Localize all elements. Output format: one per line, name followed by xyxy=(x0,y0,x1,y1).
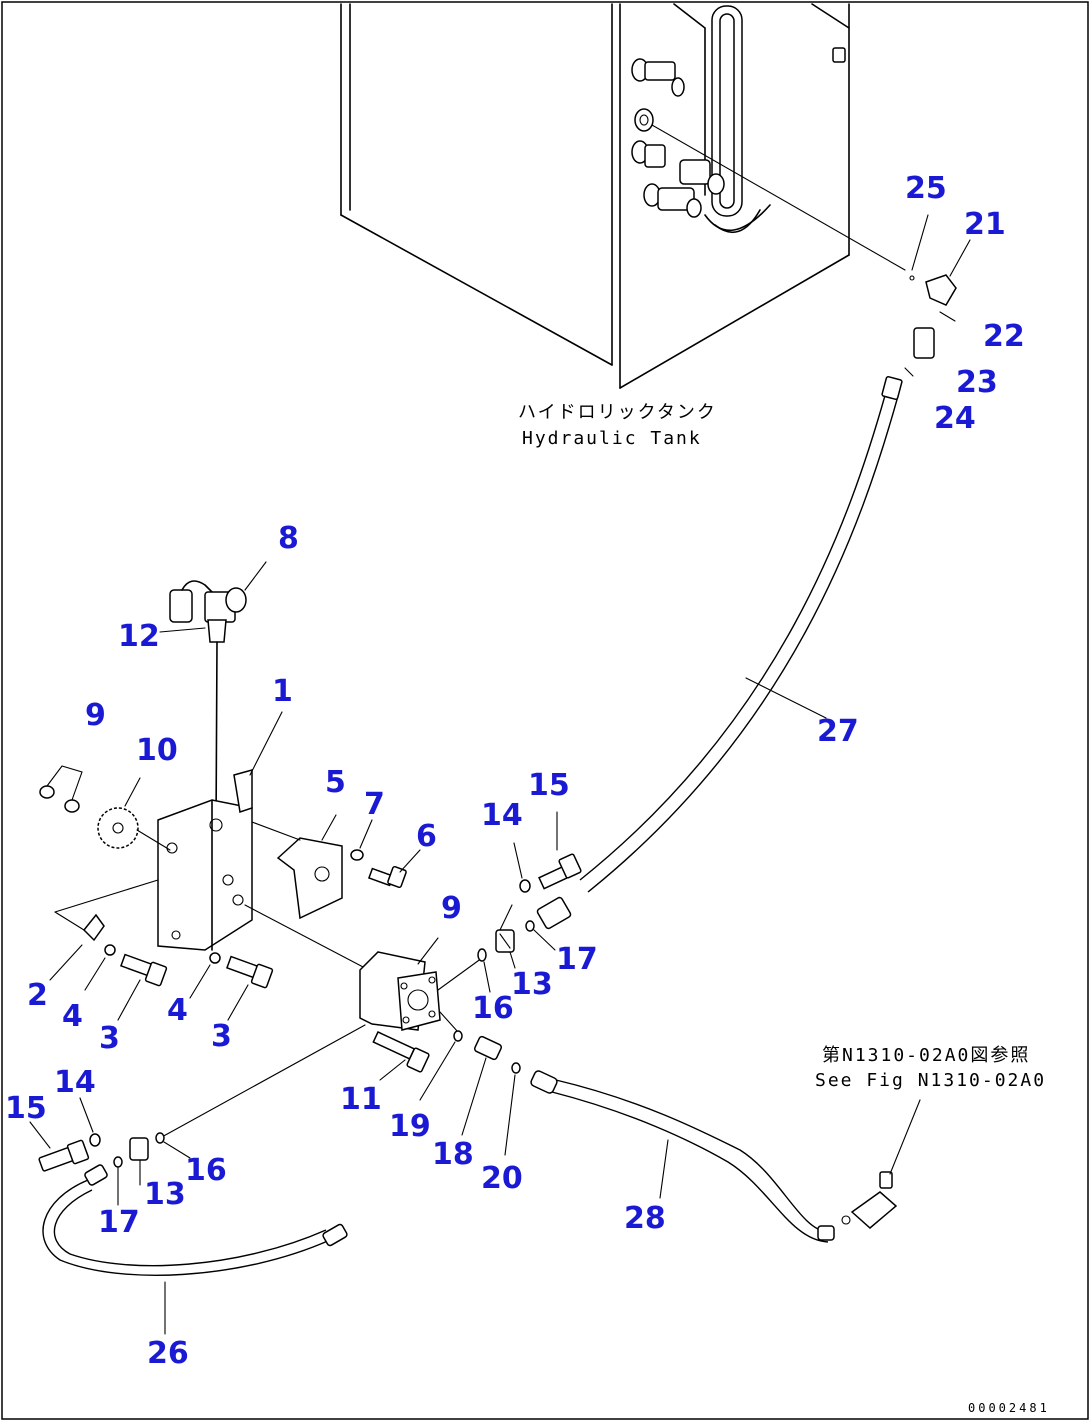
hose-28: 第N1310-02A0図参照 See Fig N1310-02A0 xyxy=(530,1045,1046,1243)
callout-5: 5 xyxy=(325,765,346,800)
callout-24: 24 xyxy=(934,401,976,436)
callout-16-upper: 16 xyxy=(472,991,514,1026)
bolt-3-right xyxy=(226,955,274,1021)
hose-26 xyxy=(42,1164,348,1335)
callout-9-pump: 9 xyxy=(441,891,462,926)
callout-19: 19 xyxy=(389,1109,431,1144)
callout-9-left: 9 xyxy=(85,698,106,733)
pressure-switch-assembly xyxy=(159,561,267,831)
o-ring-17-lower xyxy=(113,1156,123,1168)
clip-2 xyxy=(49,879,159,981)
pump-9 xyxy=(159,904,483,1139)
fitting-18 xyxy=(461,1035,503,1136)
o-ring-16-lower xyxy=(155,1132,165,1144)
callout-23: 23 xyxy=(956,365,998,400)
washer-4-left xyxy=(104,944,116,956)
reference-note-jp: 第N1310-02A0図参照 xyxy=(822,1045,1030,1066)
washer-4-right xyxy=(209,952,221,964)
bolt-11 xyxy=(372,1031,430,1081)
callout-27: 27 xyxy=(817,714,859,749)
washer-14-lower xyxy=(89,1133,101,1147)
tank-port xyxy=(634,108,654,132)
tank-fitting-3 xyxy=(679,159,725,195)
callout-3-left: 3 xyxy=(99,1021,120,1056)
tank-fitting-1 xyxy=(631,58,685,97)
elbow-21 xyxy=(925,274,957,306)
callout-17-lower: 17 xyxy=(98,1205,140,1240)
callout-25: 25 xyxy=(905,171,947,206)
washer-14 xyxy=(519,879,531,893)
cover-5 xyxy=(251,814,343,920)
nut-23 xyxy=(913,327,935,359)
bolt-15-lower xyxy=(29,1121,90,1172)
gear-10 xyxy=(97,777,171,851)
callout-13-lower: 13 xyxy=(144,1177,186,1212)
tank-label-en: Hydraulic Tank xyxy=(522,428,702,449)
bracket-1 xyxy=(157,711,283,951)
hose-27 xyxy=(536,375,903,930)
callout-28: 28 xyxy=(624,1201,666,1236)
callout-10: 10 xyxy=(136,733,178,768)
callout-17-upper: 17 xyxy=(556,942,598,977)
tank-elbow-assembly xyxy=(904,214,971,377)
bolt-3-left xyxy=(117,953,168,1021)
callout-6: 6 xyxy=(416,819,437,854)
bolt-6 xyxy=(367,849,421,889)
callout-4-left: 4 xyxy=(62,999,83,1034)
callout-3-right: 3 xyxy=(211,1019,232,1054)
callout-12: 12 xyxy=(118,619,160,654)
callout-22: 22 xyxy=(983,319,1025,354)
o-ring-20 xyxy=(511,1062,521,1074)
hydraulic-tank: ハイドロリックタンク Hydraulic Tank xyxy=(340,3,906,449)
callout-labels: 1 2 3 3 4 4 5 6 7 8 9 9 10 11 12 13 13 1… xyxy=(5,171,1025,1371)
callout-15-upper: 15 xyxy=(528,768,570,803)
switch-8 xyxy=(225,587,247,613)
reference-valve xyxy=(841,1099,921,1229)
callout-7: 7 xyxy=(364,787,385,822)
washer-7 xyxy=(350,849,364,861)
callout-16-lower: 16 xyxy=(185,1153,227,1188)
callout-18: 18 xyxy=(432,1137,474,1172)
tank-fitting-4 xyxy=(643,183,702,218)
callout-15-lower: 15 xyxy=(5,1091,47,1126)
callout-11: 11 xyxy=(340,1082,382,1117)
drawing-code: 00002481 xyxy=(968,1401,1050,1415)
tank-fitting-2 xyxy=(631,140,666,168)
reference-note-en: See Fig N1310-02A0 xyxy=(815,1070,1046,1091)
callout-14-upper: 14 xyxy=(481,798,523,833)
o-ring-17-upper xyxy=(525,920,535,932)
callout-21: 21 xyxy=(964,207,1006,242)
callout-26: 26 xyxy=(147,1336,189,1371)
tank-label-jp: ハイドロリックタンク xyxy=(518,402,717,423)
callout-13-upper: 13 xyxy=(511,967,553,1002)
fitting-13-upper xyxy=(495,904,516,969)
callout-14-lower: 14 xyxy=(54,1065,96,1100)
o-ring-16 xyxy=(477,948,487,962)
callout-8: 8 xyxy=(278,521,299,556)
o-ring-19 xyxy=(453,1030,463,1042)
callout-2: 2 xyxy=(27,978,48,1013)
callout-4-right: 4 xyxy=(167,993,188,1028)
connector-12 xyxy=(169,589,193,623)
fitting-13-lower xyxy=(129,1137,149,1186)
bolt-15-upper xyxy=(538,811,582,890)
callout-20: 20 xyxy=(481,1161,523,1196)
washers-9-left xyxy=(39,765,83,813)
callout-1: 1 xyxy=(272,674,293,709)
